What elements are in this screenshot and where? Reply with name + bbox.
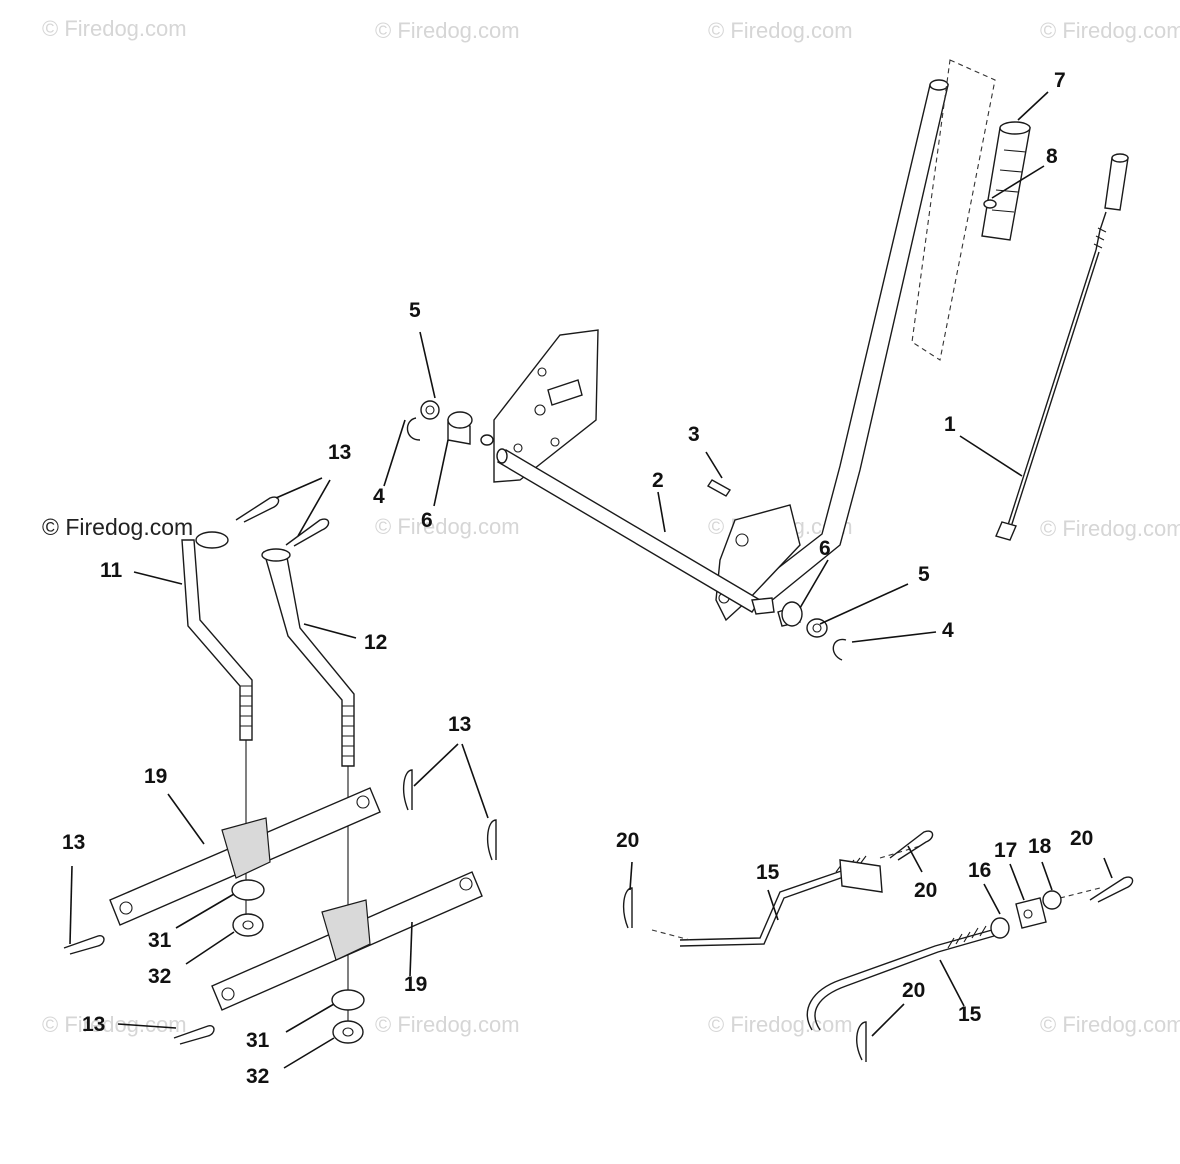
lift-link-11 <box>181 531 253 741</box>
callout-5: 5 <box>409 299 421 322</box>
watermark: © Firedog.com <box>1040 1012 1180 1037</box>
lift-arm-lower <box>211 871 483 1011</box>
callout-13: 13 <box>448 713 472 736</box>
callout-13: 13 <box>328 441 352 464</box>
callout-7: 7 <box>1054 69 1066 92</box>
callout-6: 6 <box>421 509 433 532</box>
hair-pin <box>856 1021 867 1062</box>
cross-shaft <box>480 434 775 615</box>
callout-8: 8 <box>1046 145 1058 168</box>
callout-32: 32 <box>148 965 172 988</box>
watermark: © Firedog.com <box>42 1012 187 1037</box>
watermark: © Firedog.com <box>1040 516 1180 541</box>
assembly-line <box>651 929 691 941</box>
adjust-rod-lower <box>806 925 995 1031</box>
hair-pin <box>285 518 330 547</box>
callout-15: 15 <box>756 861 780 884</box>
callout-11: 11 <box>100 559 123 582</box>
hair-pin <box>889 830 934 861</box>
watermark: © Firedog.com <box>375 514 520 539</box>
lever-extension-outline <box>911 59 996 361</box>
bushing <box>447 411 473 445</box>
callout-17: 17 <box>994 839 1018 862</box>
ferrule-31 <box>331 989 365 1011</box>
watermark: © Firedog.com <box>1040 18 1180 43</box>
mounting-plate <box>493 329 599 483</box>
callout-32: 32 <box>246 1065 270 1088</box>
callout-2: 2 <box>652 469 664 492</box>
callout-20: 20 <box>914 879 938 902</box>
callout-20: 20 <box>902 979 926 1002</box>
callout-20: 20 <box>1070 827 1094 850</box>
trunnion-17 <box>1015 897 1047 929</box>
washer <box>420 400 440 420</box>
callout-5: 5 <box>918 563 930 586</box>
assembly-line <box>1059 887 1101 899</box>
watermark: © Firedog.com <box>42 514 194 540</box>
hair-pin <box>1089 876 1134 903</box>
roll-pin <box>706 479 732 497</box>
hair-pin <box>402 769 413 811</box>
callout-3: 3 <box>688 423 700 446</box>
watermark: © Firedog.com <box>42 16 187 41</box>
bushing-18 <box>1042 890 1062 910</box>
lift-lever <box>715 79 949 622</box>
callout-31: 31 <box>246 1029 270 1052</box>
e-ring <box>832 638 847 661</box>
assembly-line <box>879 845 921 859</box>
callout-16: 16 <box>968 859 992 882</box>
e-ring <box>406 417 421 441</box>
hair-pin <box>622 887 633 929</box>
ferrule-31 <box>231 879 265 901</box>
lift-link-12 <box>261 548 355 767</box>
bushing <box>777 601 803 627</box>
callout-18: 18 <box>1028 835 1052 858</box>
callout-4: 4 <box>373 485 385 508</box>
callout-13: 13 <box>82 1013 106 1036</box>
callout-20: 20 <box>616 829 640 852</box>
locknut-32 <box>232 913 264 937</box>
locknut-32 <box>332 1020 364 1044</box>
callout-19: 19 <box>404 973 428 996</box>
watermark: © Firedog.com <box>708 1012 853 1037</box>
lift-arm-upper <box>109 787 381 926</box>
callout-31: 31 <box>148 929 172 952</box>
watermark: © Firedog.com <box>708 18 853 43</box>
callout-12: 12 <box>364 631 388 654</box>
callout-1: 1 <box>944 413 956 436</box>
leader-lines <box>69 91 1113 1069</box>
watermark: © Firedog.com <box>375 1012 520 1037</box>
nut-16 <box>990 917 1010 939</box>
hair-pin <box>63 935 105 955</box>
hair-pin <box>173 1025 215 1045</box>
callout-4: 4 <box>942 619 954 642</box>
hair-pin <box>486 819 497 861</box>
callout-13: 13 <box>62 831 86 854</box>
grip-insert <box>983 199 997 209</box>
hair-pin <box>235 496 280 523</box>
callout-6: 6 <box>819 537 831 560</box>
adjust-rod-upper <box>679 855 883 947</box>
callout-19: 19 <box>144 765 168 788</box>
watermark: © Firedog.com <box>375 18 520 43</box>
callout-15: 15 <box>958 1003 982 1026</box>
lift-cable <box>995 153 1129 541</box>
handle-grip <box>981 121 1031 241</box>
